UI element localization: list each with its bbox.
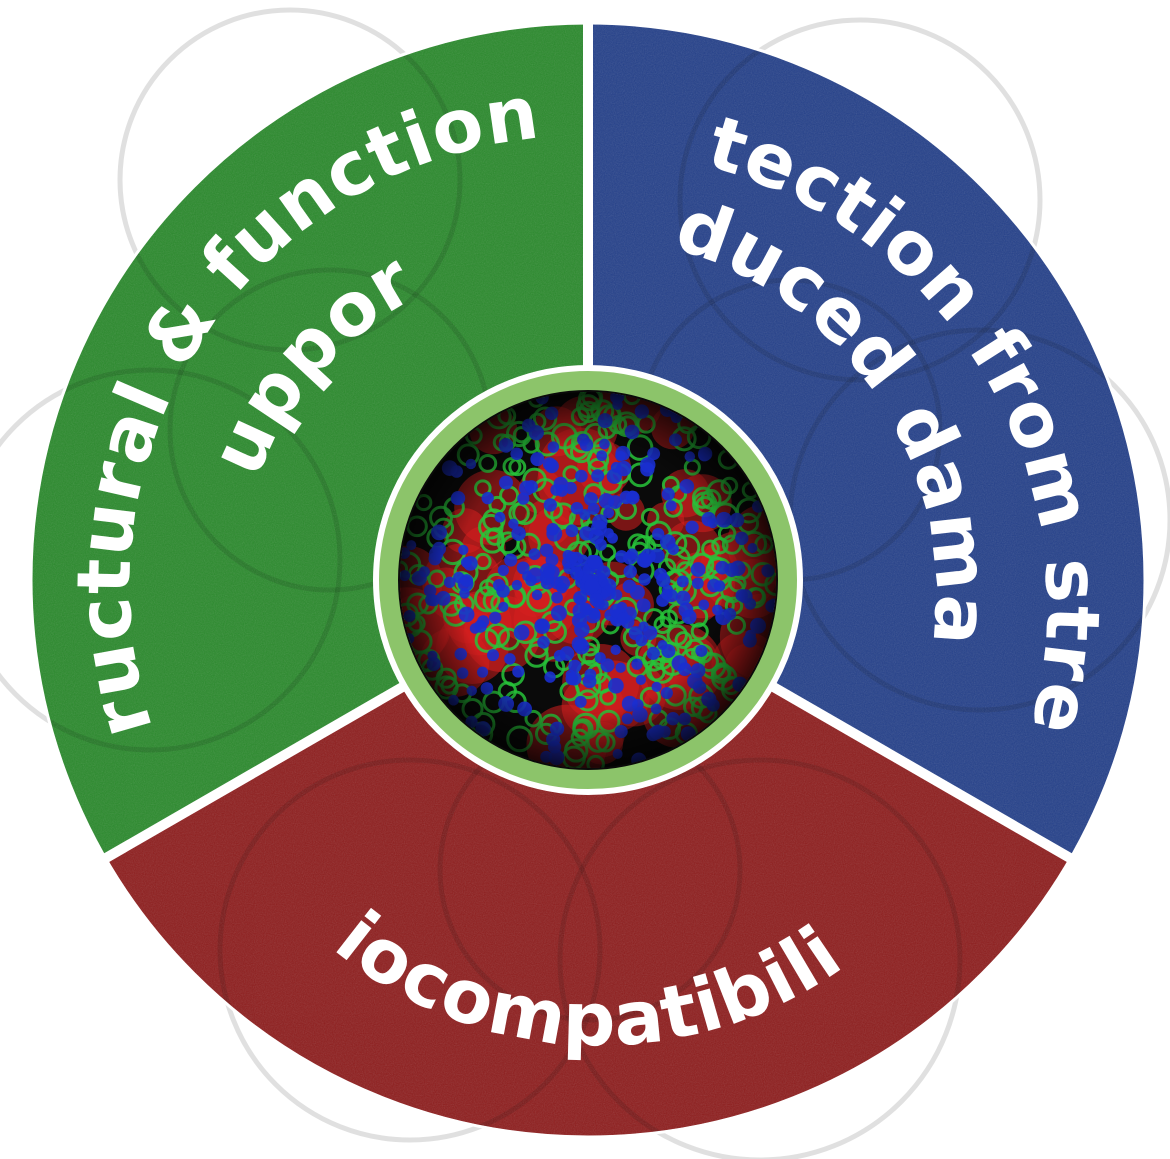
center-shade — [400, 392, 776, 768]
outer-border — [29, 21, 1147, 1139]
